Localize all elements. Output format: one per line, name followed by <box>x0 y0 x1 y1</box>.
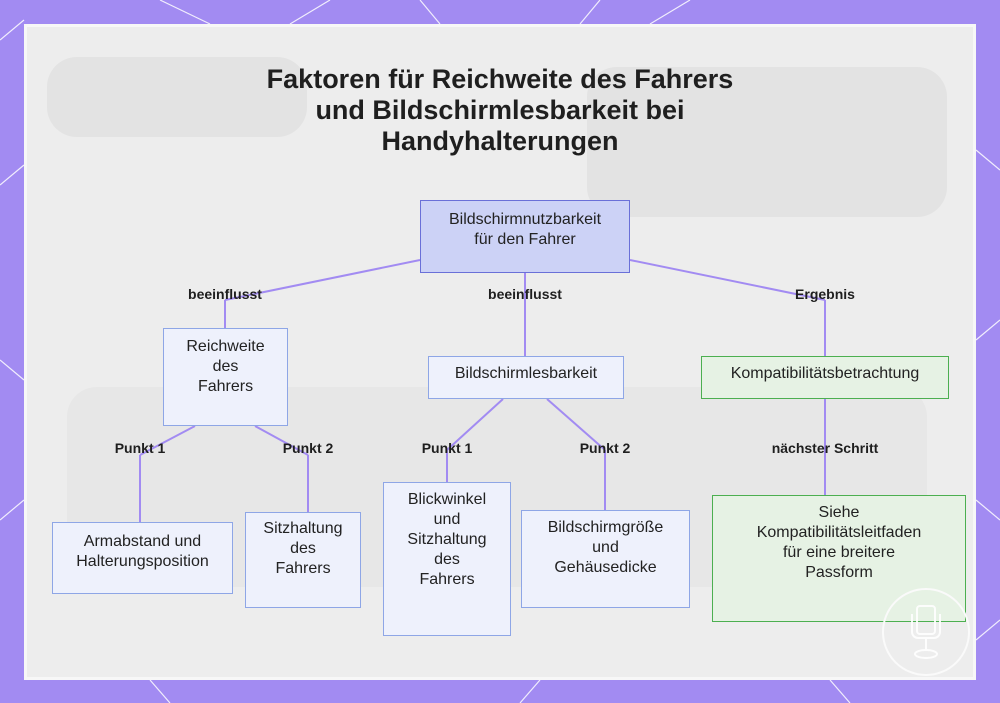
node-arm-distance: Armabstand und Halterungsposition <box>52 522 233 594</box>
edge-label: Ergebnis <box>795 286 855 302</box>
edge-label: Punkt 1 <box>422 440 473 456</box>
node-screen-size: Bildschirmgröße und Gehäusedicke <box>521 510 690 608</box>
node-driver-reach: Reichweite des Fahrers <box>163 328 288 426</box>
edge-label: Punkt 2 <box>580 440 631 456</box>
logo-watermark <box>882 588 970 676</box>
node-compatibility: Kompatibilitätsbetrachtung <box>701 356 949 399</box>
node-view-angle: Blickwinkel und Sitzhaltung des Fahrers <box>383 482 511 636</box>
node-screen-usability: Bildschirmnutzbarkeit für den Fahrer <box>420 200 630 273</box>
edge-label: Punkt 1 <box>115 440 166 456</box>
edge-label: nächster Schritt <box>772 440 879 456</box>
node-screen-readability: Bildschirmlesbarkeit <box>428 356 624 399</box>
edge-label: beeinflusst <box>488 286 562 302</box>
edge-label: beeinflusst <box>188 286 262 302</box>
phone-mount-icon <box>884 590 968 674</box>
edge-label: Punkt 2 <box>283 440 334 456</box>
node-seating-posture: Sitzhaltung des Fahrers <box>245 512 361 608</box>
